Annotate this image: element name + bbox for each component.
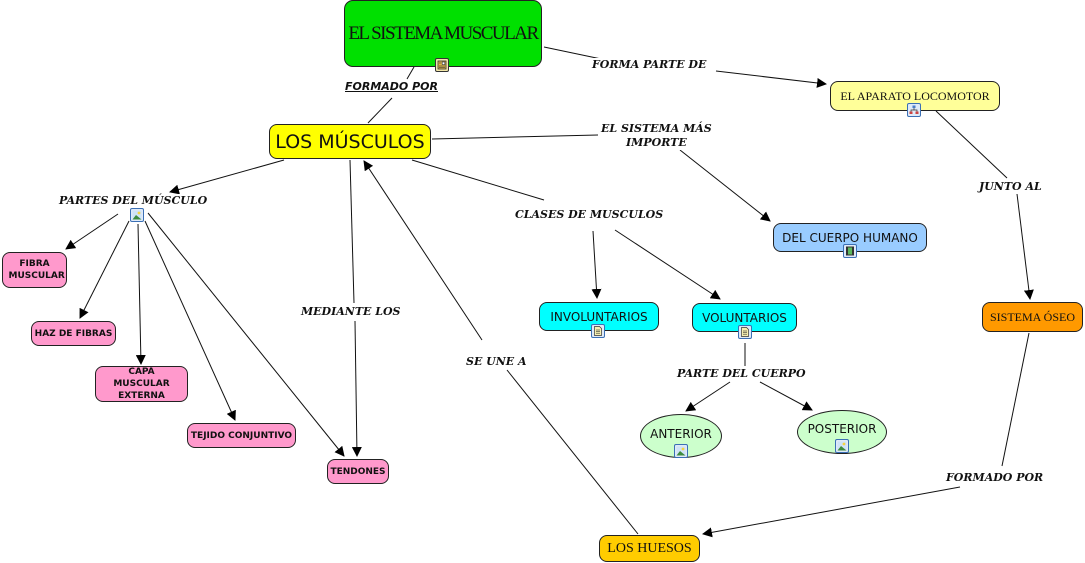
concept-label: LOS MÚSCULOS [275,130,425,153]
image-icon[interactable] [130,208,144,222]
link-musculos-sistemamas [431,134,599,140]
concept-label: EL APARATO LOCOMOTOR [840,88,990,103]
link-parte-posterior [759,381,813,411]
link-label-parte-del-cuerpo[interactable]: PARTE DEL CUERPO [677,367,806,381]
concept-cuerpo-humano[interactable]: DEL CUERPO HUMANO [773,223,927,252]
link-label-sistema-mas-importe[interactable]: EL SISTEMA MÁS IMPORTE [601,122,712,150]
link-partes-haz [79,220,130,319]
link-partes-capa [135,223,146,365]
link-mediante-tendones [351,320,362,457]
concept-label: VOLUNTARIOS [702,310,787,325]
link-formaparte-aparato [715,70,827,88]
link-label-partes-del-musculo[interactable]: PARTES DEL MÚSCULO [59,194,208,208]
concept-haz-fibras[interactable]: HAZ DE FIBRAS [31,321,116,346]
link-partes-tejido [144,220,236,421]
link-partes-tendones [147,212,345,457]
image-icon[interactable] [835,439,849,453]
link-partes-fibra [65,213,119,250]
link-clases-involuntarios [591,230,602,299]
concept-label: FIBRA MUSCULAR [8,259,65,281]
link-label-formado-por[interactable]: FORMADO POR [345,80,438,94]
link-label-formado-por-2[interactable]: FORMADO POR [946,471,1044,485]
concept-label: LOS HUESOS [607,540,692,556]
concept-capa-muscular[interactable]: CAPA MUSCULAR EXTERNA [95,366,188,402]
concept-musculos[interactable]: LOS MÚSCULOS [269,124,431,159]
concept-label: INVOLUNTARIOS [550,309,648,324]
link-sistema-formaparte [543,46,607,61]
concept-huesos[interactable]: LOS HUESOS [599,535,700,562]
concept-fibra-muscular[interactable]: FIBRA MUSCULAR [2,252,67,288]
link-junto-oseo [1016,193,1034,300]
concept-tendones[interactable]: TENDONES [327,459,389,484]
concept-label: ANTERIOR [650,427,712,441]
concept-tejido-conjuntivo[interactable]: TEJIDO CONJUNTIVO [187,423,296,448]
concept-label: TENDONES [330,466,386,477]
link-label-junto-al[interactable]: JUNTO AL [979,180,1042,194]
concept-sistema-muscular[interactable]: EL SISTEMA MUSCULAR [344,0,542,67]
text-document-icon[interactable] [738,325,752,339]
link-musculos-clases [411,159,545,201]
link-aparato-junto [935,110,1008,179]
link-label-forma-parte-de[interactable]: FORMA PARTE DE [592,58,707,72]
link-clases-voluntarios [614,229,721,300]
link-sistema-formado [406,66,415,80]
concept-label: CAPA MUSCULAR EXTERNA [113,367,170,401]
concept-label: SISTEMA ÓSEO [989,309,1075,324]
web-page-icon[interactable] [435,58,449,72]
concept-label: HAZ DE FIBRAS [34,328,113,339]
concept-sistema-oseo[interactable]: SISTEMA ÓSEO [982,302,1083,332]
link-huesos-seune [506,369,639,535]
link-seune-musculos [363,160,483,341]
link-musculos-mediante [349,159,355,304]
link-label-clases-de-musculos[interactable]: CLASES DE MUSCULOS [515,208,664,222]
concept-label: TEJIDO CONJUNTIVO [190,430,293,441]
link-oseo-formado [1001,332,1030,467]
text-document-icon[interactable] [591,324,605,338]
video-icon[interactable] [843,244,857,258]
link-musculos-partes [169,159,285,195]
link-label-mediante-los[interactable]: MEDIANTE LOS [301,305,401,319]
link-formado-musculos [367,97,393,124]
link-label-se-une-a[interactable]: SE UNE A [466,355,527,369]
link-parte-anterior [685,381,731,412]
concept-label: EL SISTEMA MUSCULAR [348,22,539,44]
concept-label: POSTERIOR [807,422,877,436]
link-formado-huesos [702,486,961,538]
link-sistemamas-cuerpo [679,149,771,222]
concept-map-icon[interactable] [907,103,921,117]
image-icon[interactable] [674,444,688,458]
concept-label: DEL CUERPO HUMANO [782,230,918,245]
